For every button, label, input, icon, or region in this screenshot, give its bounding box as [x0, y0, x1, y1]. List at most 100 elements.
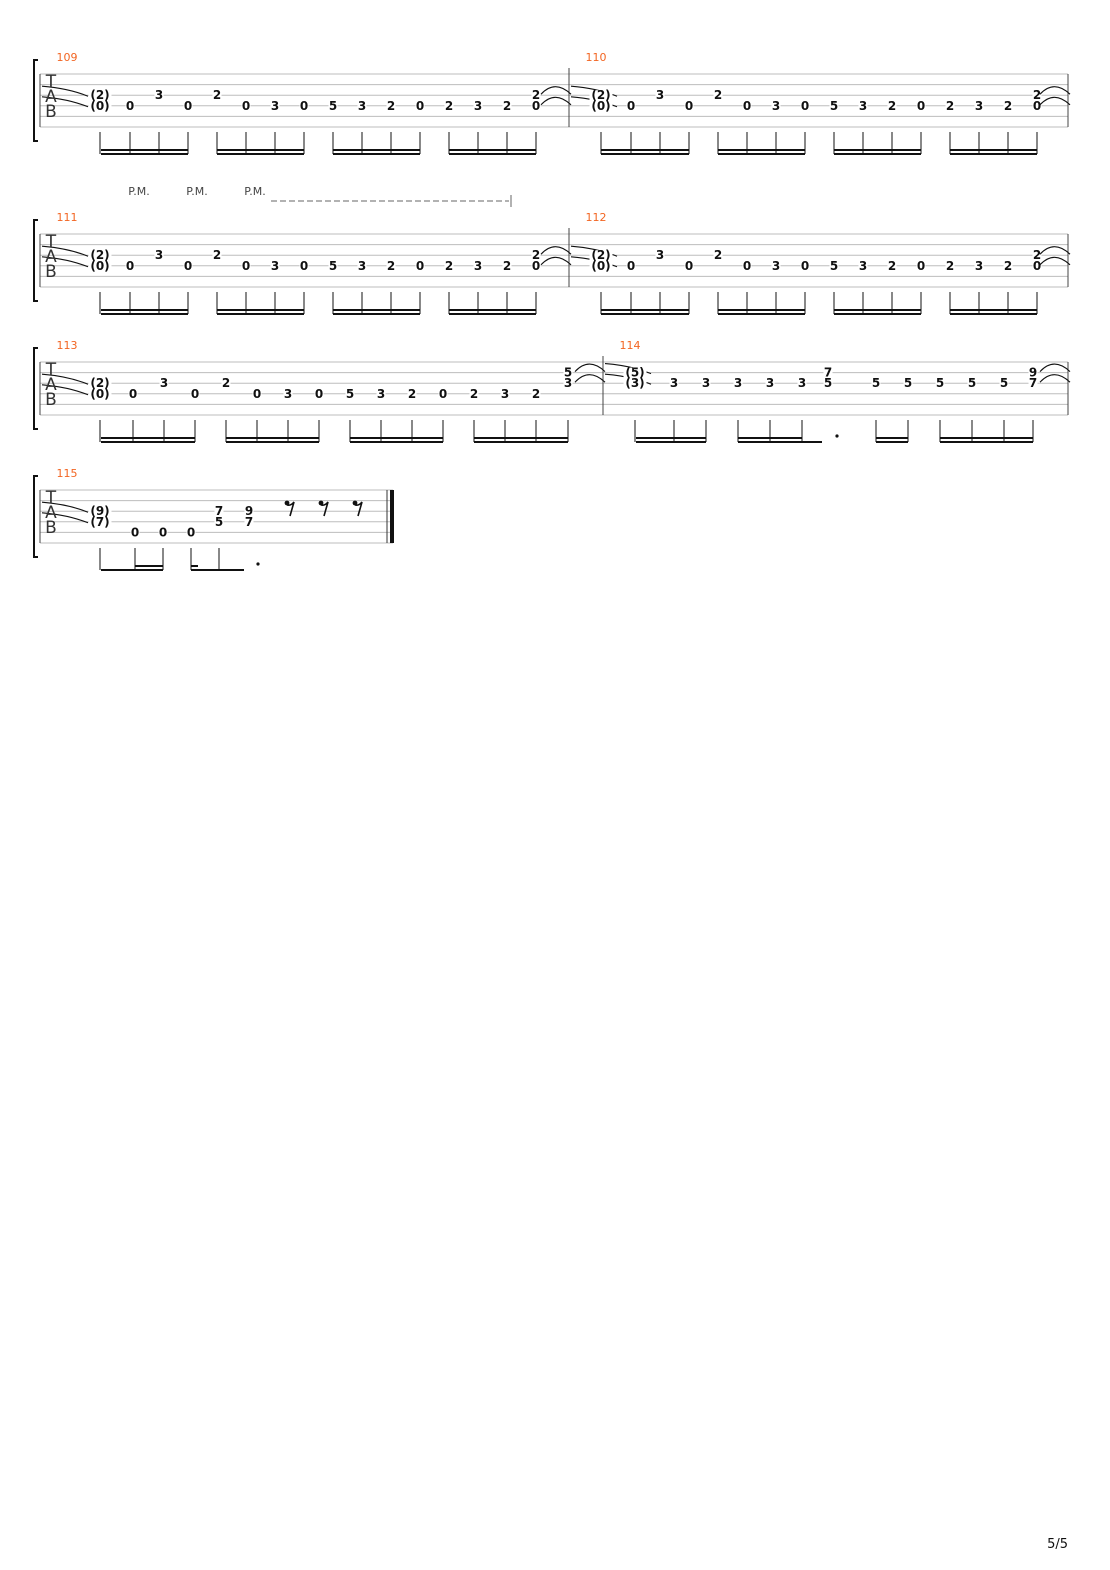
fret-mask — [1028, 378, 1038, 390]
fret-mask — [589, 250, 613, 262]
fret-number: 0 — [439, 387, 447, 401]
fret-number: 0 — [242, 99, 250, 113]
fret-number: 0 — [131, 525, 139, 539]
tie-arc — [570, 85, 618, 97]
fret-mask — [765, 378, 775, 390]
fret-mask — [999, 378, 1009, 390]
fret-mask — [444, 260, 454, 272]
fret-number: 2 — [503, 99, 511, 113]
fret-number: 0 — [685, 99, 693, 113]
tab-clef-letter: B — [45, 262, 57, 282]
fret-number: 0 — [159, 525, 167, 539]
fret-mask — [502, 260, 512, 272]
fret-mask — [88, 388, 112, 400]
fret-number: 3 — [564, 376, 572, 390]
tie-arc — [41, 512, 89, 524]
fret-number: 5 — [329, 259, 337, 273]
fret-number: 0 — [253, 387, 261, 401]
fret-number: 3 — [772, 259, 780, 273]
tie-arc — [1039, 256, 1071, 266]
tab-clef-letter: B — [45, 390, 57, 410]
tie-arc — [41, 85, 89, 97]
fret-number: 7 — [215, 504, 223, 518]
fret-mask — [244, 516, 254, 528]
tie-arc — [570, 245, 618, 257]
fret-number: 2 — [503, 259, 511, 273]
tab-system — [33, 475, 394, 571]
fret-mask — [183, 260, 193, 272]
fret-number: (2) — [591, 248, 610, 262]
palm-mute-label: P.M. — [128, 185, 149, 198]
fret-number: 0 — [743, 259, 751, 273]
fret-number: 2 — [213, 88, 221, 102]
fret-number: 2 — [888, 99, 896, 113]
fret-mask — [589, 100, 613, 112]
fret-mask — [415, 100, 425, 112]
fret-mask — [473, 260, 483, 272]
fret-number: 3 — [474, 99, 482, 113]
fret-mask — [771, 100, 781, 112]
fret-mask — [357, 260, 367, 272]
fret-number: 5 — [215, 515, 223, 529]
fret-number: 2 — [946, 259, 954, 273]
tie-arc — [540, 256, 572, 266]
fret-number: 5 — [936, 376, 944, 390]
fret-number: 2 — [408, 387, 416, 401]
fret-number: 5 — [968, 376, 976, 390]
fret-number: 3 — [859, 99, 867, 113]
fret-mask — [626, 260, 636, 272]
tab-clef-letter: T — [45, 72, 57, 92]
fret-number: (2) — [90, 376, 109, 390]
fret-number: 3 — [656, 88, 664, 102]
fret-number: 0 — [126, 259, 134, 273]
tab-clef-letter: T — [45, 360, 57, 380]
fret-mask — [655, 250, 665, 262]
tie-arc — [41, 373, 89, 385]
fret-mask — [299, 100, 309, 112]
fret-mask — [684, 100, 694, 112]
fret-number: 2 — [222, 376, 230, 390]
fret-number: 0 — [801, 259, 809, 273]
fret-mask — [935, 378, 945, 390]
tie-arc — [41, 96, 89, 108]
fret-number: 2 — [445, 99, 453, 113]
fret-mask — [88, 250, 112, 262]
fret-mask — [871, 378, 881, 390]
fret-mask — [626, 100, 636, 112]
fret-mask — [386, 260, 396, 272]
tab-clef-letter: T — [45, 488, 57, 508]
fret-number: 3 — [271, 259, 279, 273]
fret-number: 5 — [830, 259, 838, 273]
fret-number: 2 — [532, 88, 540, 102]
fret-mask — [270, 100, 280, 112]
rest-stroke — [286, 501, 295, 517]
fret-number: (0) — [591, 99, 610, 113]
fret-number: 3 — [702, 376, 710, 390]
fret-number: 3 — [734, 376, 742, 390]
fret-mask — [684, 260, 694, 272]
tie-arc — [540, 86, 572, 95]
fret-number: 3 — [160, 376, 168, 390]
fret-mask — [1032, 250, 1042, 262]
measure-number: 115 — [57, 467, 78, 480]
fret-mask — [858, 100, 868, 112]
fret-number: 3 — [975, 259, 983, 273]
fret-number: 5 — [346, 387, 354, 401]
eighth-rest-icon — [352, 500, 363, 517]
fret-number: 0 — [917, 99, 925, 113]
fret-mask — [733, 378, 743, 390]
fret-mask — [502, 100, 512, 112]
fret-number: (9) — [90, 504, 109, 518]
fret-number: 0 — [1033, 99, 1041, 113]
fret-mask — [183, 100, 193, 112]
tie-arc — [41, 245, 89, 257]
fret-number: 3 — [670, 376, 678, 390]
fret-mask — [130, 527, 140, 539]
fret-mask — [328, 260, 338, 272]
fret-mask — [221, 378, 231, 390]
fret-mask — [241, 260, 251, 272]
rest-stroke — [354, 501, 363, 517]
fret-mask — [128, 388, 138, 400]
system-bracket — [33, 219, 38, 302]
fret-number: 3 — [772, 99, 780, 113]
